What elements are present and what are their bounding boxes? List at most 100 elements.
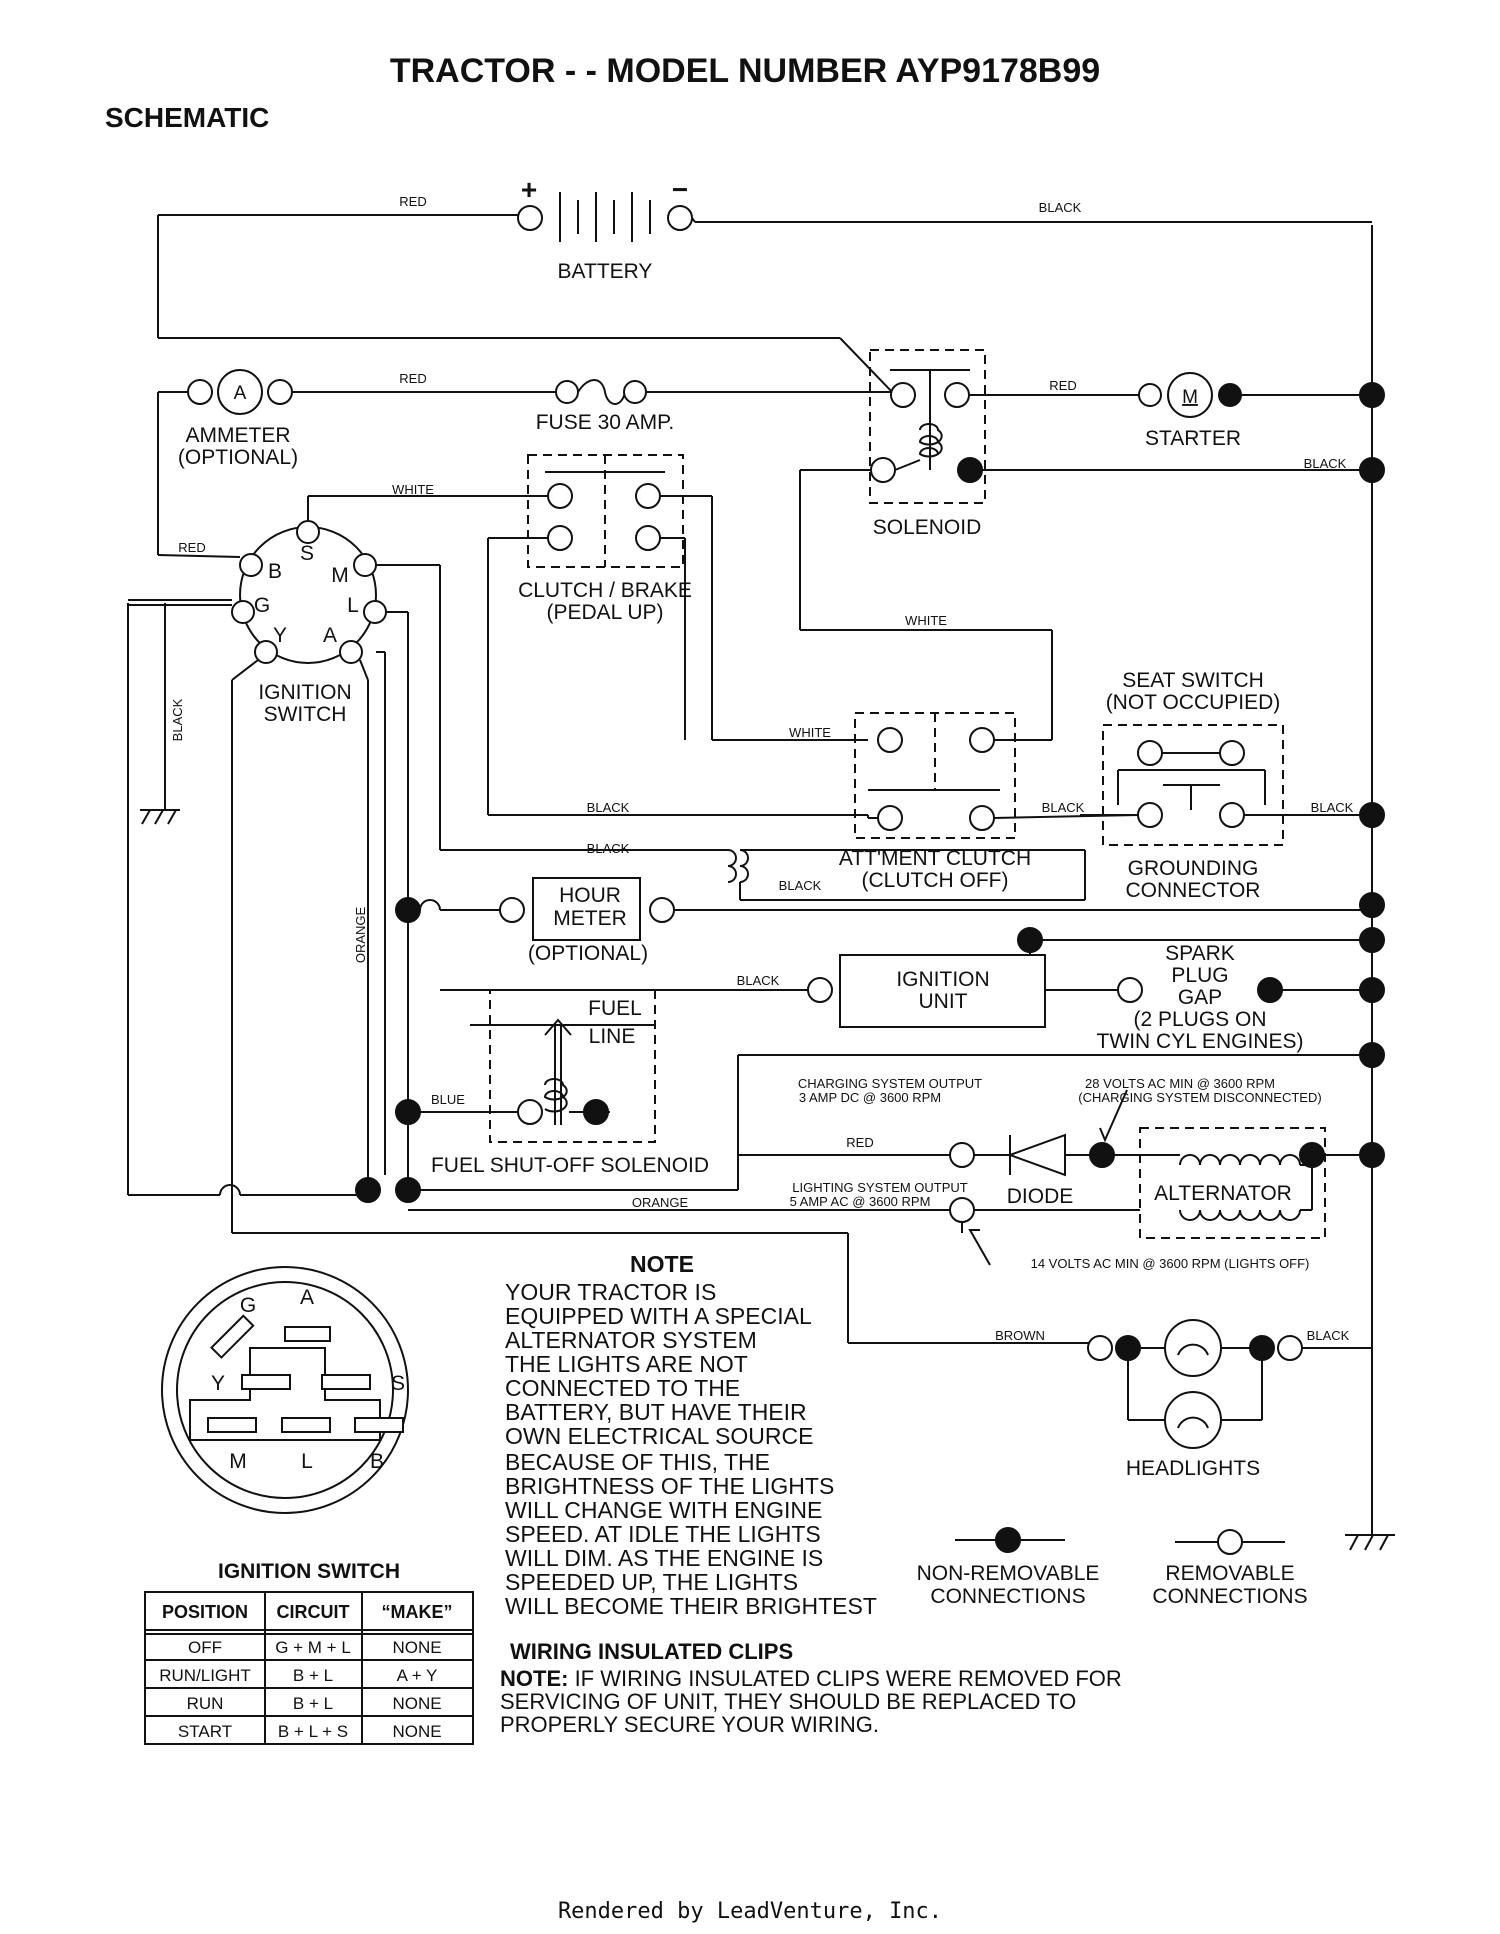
note-line: WILL DIM. AS THE ENGINE IS bbox=[505, 1545, 823, 1571]
wire-label-black-clutch-1: BLACK bbox=[587, 800, 630, 815]
terminal-s: S bbox=[300, 542, 314, 565]
fuel-shutoff-solenoid-label: FUEL SHUT-OFF SOLENOID bbox=[431, 1154, 709, 1177]
hour-meter-label-2: METER bbox=[553, 907, 627, 930]
table-cell: G + M + L bbox=[275, 1638, 351, 1657]
spark-plug-label-2: PLUG bbox=[1171, 964, 1228, 987]
note-heading: NOTE bbox=[630, 1251, 694, 1277]
wire-label-black-battery: BLACK bbox=[1039, 200, 1082, 215]
grounding-connector-label-2: CONNECTOR bbox=[1126, 879, 1261, 902]
terminal-a: A bbox=[323, 624, 337, 647]
table-cell: B + L bbox=[293, 1694, 333, 1713]
seat-switch-state-label: (NOT OCCUPIED) bbox=[1106, 691, 1281, 714]
ignition-switch-face bbox=[161, 1266, 409, 1514]
legend-removable-label: REMOVABLE bbox=[1165, 1562, 1294, 1585]
wire-label-red-charging: RED bbox=[846, 1135, 873, 1150]
note-line: THE LIGHTS ARE NOT bbox=[505, 1351, 748, 1377]
attment-clutch-label: ATT'MENT CLUTCH bbox=[839, 847, 1031, 870]
wire-label-black-clutch-2: BLACK bbox=[587, 841, 630, 856]
legend-removable-label-2: CONNECTIONS bbox=[1152, 1585, 1307, 1608]
clips-heading: WIRING INSULATED CLIPS bbox=[510, 1639, 793, 1664]
terminal-l: L bbox=[347, 594, 359, 617]
battery-minus-sign: − bbox=[672, 174, 688, 205]
wire-label-white-clutch: WHITE bbox=[789, 725, 831, 740]
wire-label-brown: BROWN bbox=[995, 1328, 1045, 1343]
headlights-label: HEADLIGHTS bbox=[1126, 1457, 1260, 1480]
wire-label-red-battery: RED bbox=[399, 194, 426, 209]
ac14-label: 14 VOLTS AC MIN @ 3600 RPM (LIGHTS OFF) bbox=[1031, 1256, 1310, 1271]
clips-note-line-3: PROPERLY SECURE YOUR WIRING. bbox=[500, 1712, 879, 1737]
clips-note-line-2: SERVICING OF UNIT, THEY SHOULD BE REPLAC… bbox=[500, 1689, 1076, 1714]
ammeter-label: AMMETER bbox=[186, 424, 291, 447]
switch-face-g: G bbox=[240, 1294, 256, 1317]
seat-switch bbox=[1080, 724, 1372, 846]
ignition-switch-label-2: SWITCH bbox=[264, 703, 347, 726]
note-line: BRIGHTNESS OF THE LIGHTS bbox=[505, 1473, 834, 1499]
table-cell: B + L bbox=[293, 1666, 333, 1685]
junction-ground-4 bbox=[1359, 892, 1385, 918]
wire-label-red-ammeter: RED bbox=[399, 371, 426, 386]
junction-ground-7 bbox=[1359, 1042, 1385, 1068]
solenoid bbox=[799, 349, 1372, 741]
wire-label-white-ignition: WHITE bbox=[392, 482, 434, 497]
switch-face-b: B bbox=[370, 1450, 384, 1473]
table-cell: NONE bbox=[392, 1694, 441, 1713]
note-line: BATTERY, BUT HAVE THEIR bbox=[505, 1399, 807, 1425]
table-cell: OFF bbox=[188, 1638, 222, 1657]
battery-plus-sign: + bbox=[521, 174, 537, 205]
fuse bbox=[555, 379, 900, 405]
solenoid-label: SOLENOID bbox=[873, 516, 982, 539]
legend-non-removable bbox=[955, 1527, 1065, 1553]
hour-meter-optional-label: (OPTIONAL) bbox=[528, 942, 648, 965]
note-line: WILL BECOME THEIR BRIGHTEST bbox=[505, 1593, 877, 1619]
terminal-y: Y bbox=[273, 624, 287, 647]
wire-label-orange-lighting: ORANGE bbox=[632, 1195, 689, 1210]
ground-symbol-right bbox=[1345, 1534, 1395, 1551]
lighting-output-label: LIGHTING SYSTEM OUTPUT bbox=[792, 1180, 968, 1195]
seat-switch-label: SEAT SWITCH bbox=[1122, 669, 1264, 692]
switch-face-m: M bbox=[229, 1450, 247, 1473]
ac28-note: (CHARGING SYSTEM DISCONNECTED) bbox=[1078, 1090, 1321, 1105]
note-line: BECAUSE OF THIS, THE bbox=[505, 1449, 770, 1475]
charging-output-spec: 3 AMP DC @ 3600 RPM bbox=[799, 1090, 941, 1105]
junction-ground-6 bbox=[1359, 977, 1385, 1003]
note-line: CONNECTED TO THE bbox=[505, 1375, 740, 1401]
switch-face-s: S bbox=[391, 1372, 405, 1395]
terminal-b: B bbox=[268, 560, 282, 583]
spark-plug-note-2: TWIN CYL ENGINES) bbox=[1097, 1030, 1304, 1053]
legend-non-removable-label: NON-REMOVABLE bbox=[917, 1562, 1100, 1585]
attment-clutch-state-label: (CLUTCH OFF) bbox=[862, 869, 1009, 892]
note-line: ALTERNATOR SYSTEM bbox=[505, 1327, 757, 1353]
junction-ground-3 bbox=[1359, 802, 1385, 828]
table-header-position: POSITION bbox=[162, 1602, 248, 1622]
lighting-output-spec: 5 AMP AC @ 3600 RPM bbox=[790, 1194, 931, 1209]
grounding-connector-label: GROUNDING bbox=[1128, 857, 1259, 880]
ammeter-optional-label: (OPTIONAL) bbox=[178, 446, 298, 469]
table-cell: START bbox=[178, 1722, 232, 1741]
battery bbox=[157, 192, 1372, 396]
note-line: EQUIPPED WITH A SPECIAL bbox=[505, 1303, 812, 1329]
fuel-line-label-2: LINE bbox=[589, 1025, 636, 1048]
attachment-clutch-switch bbox=[727, 712, 1139, 901]
wire-label-black-ground: BLACK bbox=[170, 698, 185, 741]
clips-note-text: IF WIRING INSULATED CLIPS WERE REMOVED F… bbox=[568, 1666, 1121, 1691]
headlights bbox=[1087, 1319, 1372, 1449]
ignition-switch bbox=[127, 520, 1100, 1344]
wire-label-black-solenoid: BLACK bbox=[1304, 456, 1347, 471]
table-header-circuit: CIRCUIT bbox=[277, 1602, 350, 1622]
table-cell: B + L + S bbox=[278, 1722, 348, 1741]
battery-label: BATTERY bbox=[558, 260, 653, 283]
table-cell: A + Y bbox=[397, 1666, 438, 1685]
wire-label-blue: BLUE bbox=[431, 1092, 465, 1107]
wire-label-black-clutch-3: BLACK bbox=[779, 878, 822, 893]
schematic-subtitle: SCHEMATIC bbox=[105, 102, 269, 133]
spark-plug-gap-label: GAP bbox=[1178, 986, 1222, 1009]
note-line: YOUR TRACTOR IS bbox=[505, 1279, 716, 1305]
page-title: TRACTOR - - MODEL NUMBER AYP9178B99 bbox=[390, 52, 1100, 90]
wire-label-white-solenoid: WHITE bbox=[905, 613, 947, 628]
note-line: WILL CHANGE WITH ENGINE bbox=[505, 1497, 822, 1523]
switch-face-l: L bbox=[301, 1450, 313, 1473]
switch-face-a: A bbox=[300, 1286, 314, 1309]
wire-label-red-starter: RED bbox=[1049, 378, 1076, 393]
ac28-label: 28 VOLTS AC MIN @ 3600 RPM bbox=[1085, 1076, 1275, 1091]
note-line: SPEEDED UP, THE LIGHTS bbox=[505, 1569, 798, 1595]
